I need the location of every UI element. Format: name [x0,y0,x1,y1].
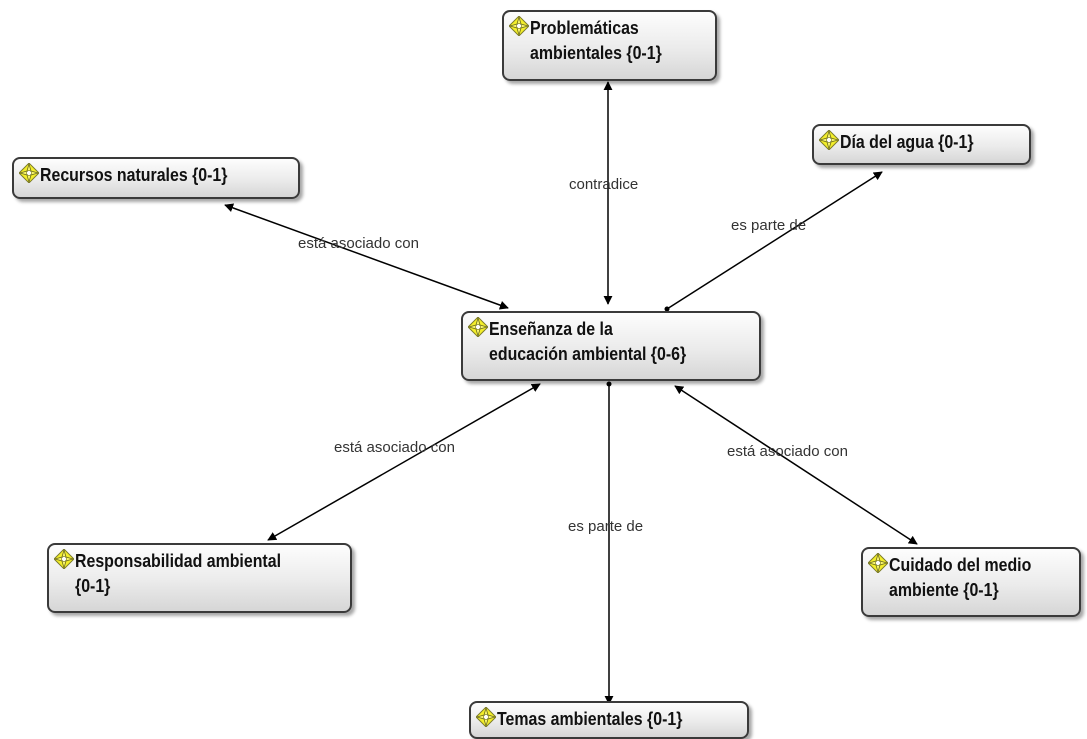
label-responsabilidad: está asociado con [334,439,455,456]
code-node-star-icon [868,553,888,573]
node-problematicas-label: Problemáticas ambientales {0-1} [530,17,662,63]
node-problematicas[interactable]: Problemáticas ambientales {0-1} [502,10,717,81]
node-recursos[interactable]: Recursos naturales {0-1} [12,157,300,199]
code-node-star-icon [819,130,839,150]
node-responsabilidad-label: Responsabilidad ambiental {0-1} [75,550,281,596]
code-node-star-icon [54,549,74,569]
code-node-star-icon [509,16,529,36]
link-cuidado[interactable] [674,385,918,545]
node-responsabilidad[interactable]: Responsabilidad ambiental {0-1} [47,543,352,613]
link-temas-origin-dot [606,381,612,387]
link-responsabilidad[interactable] [267,383,541,541]
label-cuidado: está asociado con [727,443,848,460]
link-dia-agua-origin-dot [664,306,670,312]
node-cuidado[interactable]: Cuidado del medio ambiente {0-1} [861,547,1081,617]
link-dia-agua[interactable] [666,171,883,310]
node-cuidado-label: Cuidado del medio ambiente {0-1} [889,554,1032,600]
label-recursos: está asociado con [298,235,419,252]
label-temas: es parte de [568,518,643,535]
node-recursos-label: Recursos naturales {0-1} [40,164,228,185]
label-contradice: contradice [569,176,638,193]
label-dia-agua: es parte de [731,217,806,234]
node-dia-agua-label: Día del agua {0-1} [840,131,974,152]
node-dia-agua[interactable]: Día del agua {0-1} [812,124,1031,165]
node-center[interactable]: Enseñanza de la educación ambiental {0-6… [461,311,761,381]
code-node-star-icon [19,163,39,183]
link-recursos[interactable] [224,203,509,310]
code-node-star-icon [468,317,488,337]
node-temas-label: Temas ambientales {0-1} [497,708,683,729]
code-node-star-icon [476,707,496,727]
node-temas[interactable]: Temas ambientales {0-1} [469,701,749,739]
node-center-label: Enseñanza de la educación ambiental {0-6… [489,318,687,364]
